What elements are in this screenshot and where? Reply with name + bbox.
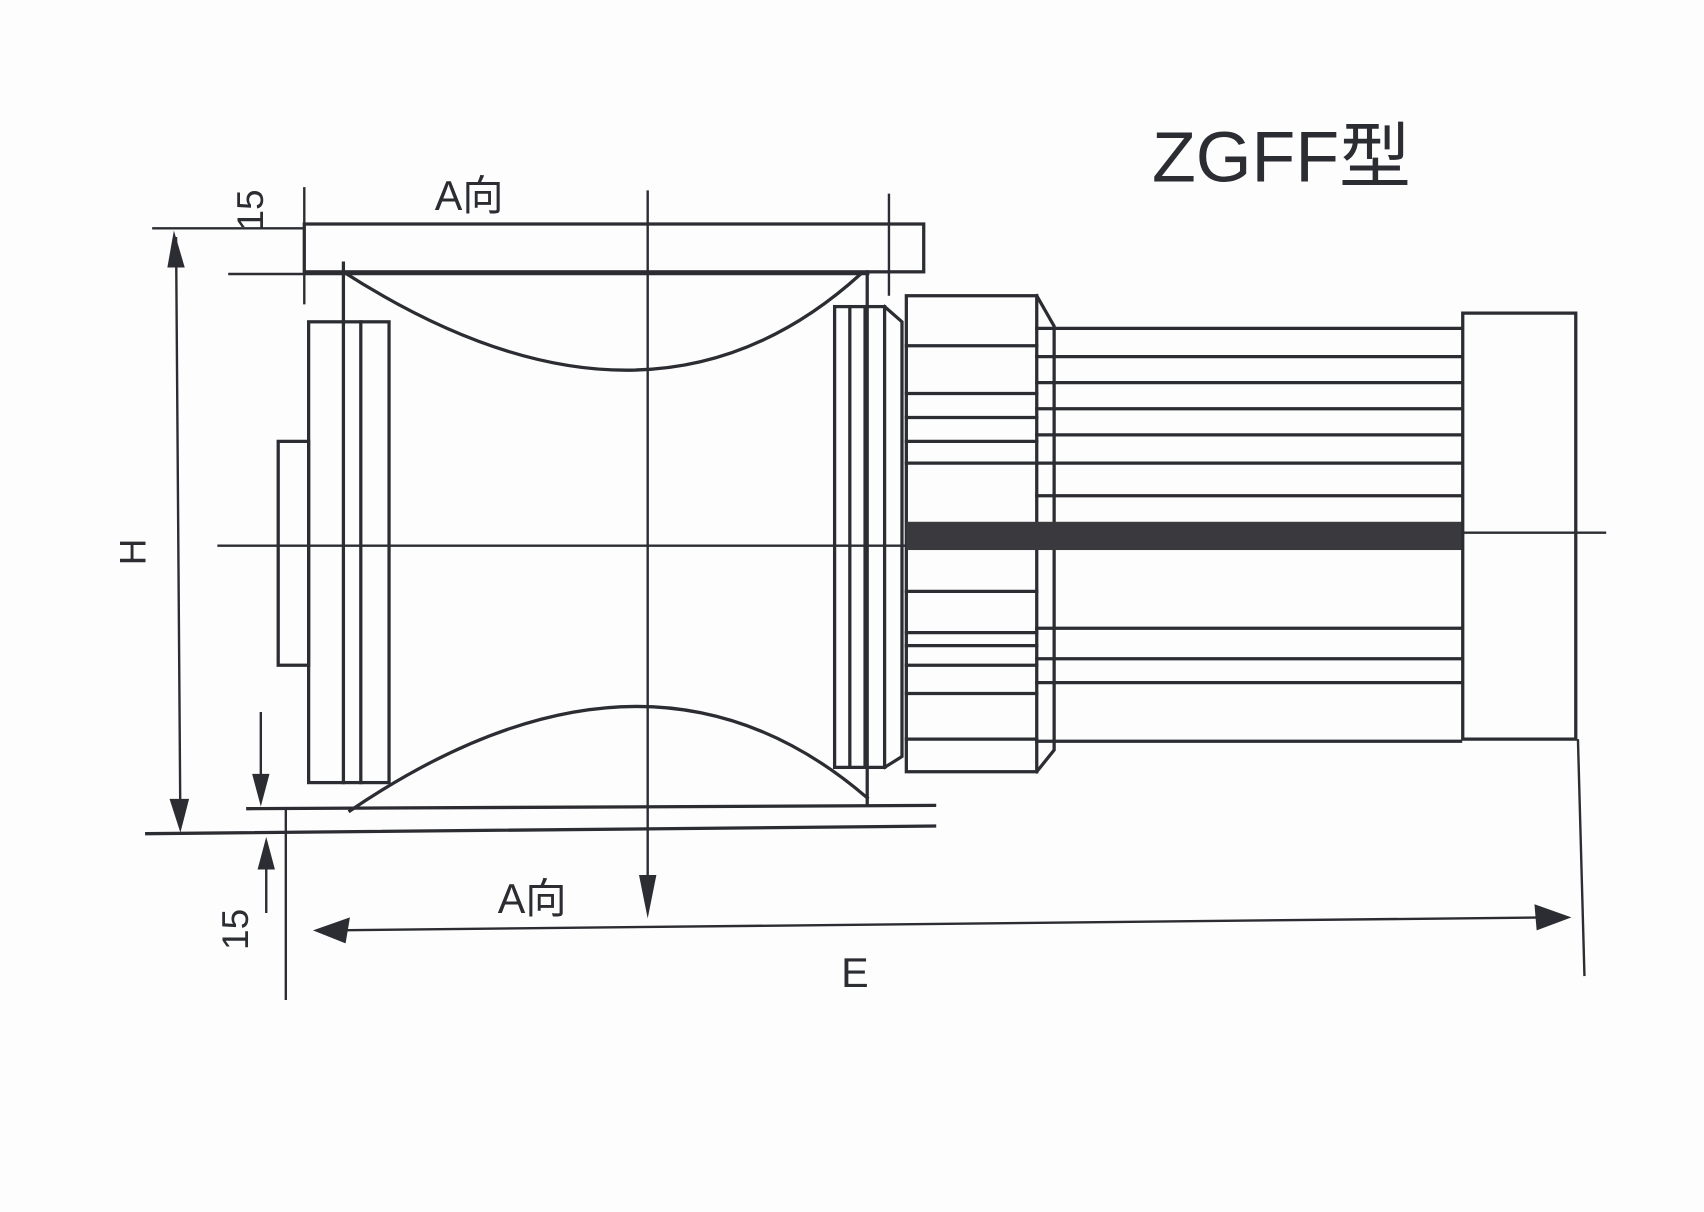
motor-end-cap xyxy=(1461,311,1578,741)
arrow-right-icon xyxy=(1534,904,1572,931)
length-label: E xyxy=(841,950,869,996)
right-flange xyxy=(832,304,904,770)
height-label: H xyxy=(113,539,154,566)
top-offset-label: 15 xyxy=(230,189,271,230)
height-dimension: H xyxy=(113,230,190,833)
upper-roller-curve xyxy=(341,269,863,372)
motor-body xyxy=(1035,326,1463,743)
bottom-offset-dimension: 15 xyxy=(215,711,275,950)
length-dimension: E xyxy=(312,904,1572,996)
motor-shaft xyxy=(906,521,1463,551)
arrow-down-icon xyxy=(169,798,190,833)
view-a-axis xyxy=(639,190,657,919)
arrow-up-icon xyxy=(167,230,185,268)
left-flange xyxy=(276,320,391,785)
base-plate xyxy=(145,803,937,1000)
top-plate xyxy=(152,222,926,276)
arrow-up-icon xyxy=(257,836,275,870)
view-a-top-label: A向 xyxy=(435,173,504,219)
drawing-title: ZGFF型 xyxy=(1152,118,1411,198)
svg-text:15: 15 xyxy=(215,909,256,950)
arrow-down-icon xyxy=(252,773,270,807)
arrow-down-icon xyxy=(639,874,657,919)
arrow-left-icon xyxy=(312,917,350,944)
right-e-extension xyxy=(1576,739,1586,977)
lower-roller-curve xyxy=(347,704,870,814)
view-a-bottom-label: A向 xyxy=(498,876,567,922)
